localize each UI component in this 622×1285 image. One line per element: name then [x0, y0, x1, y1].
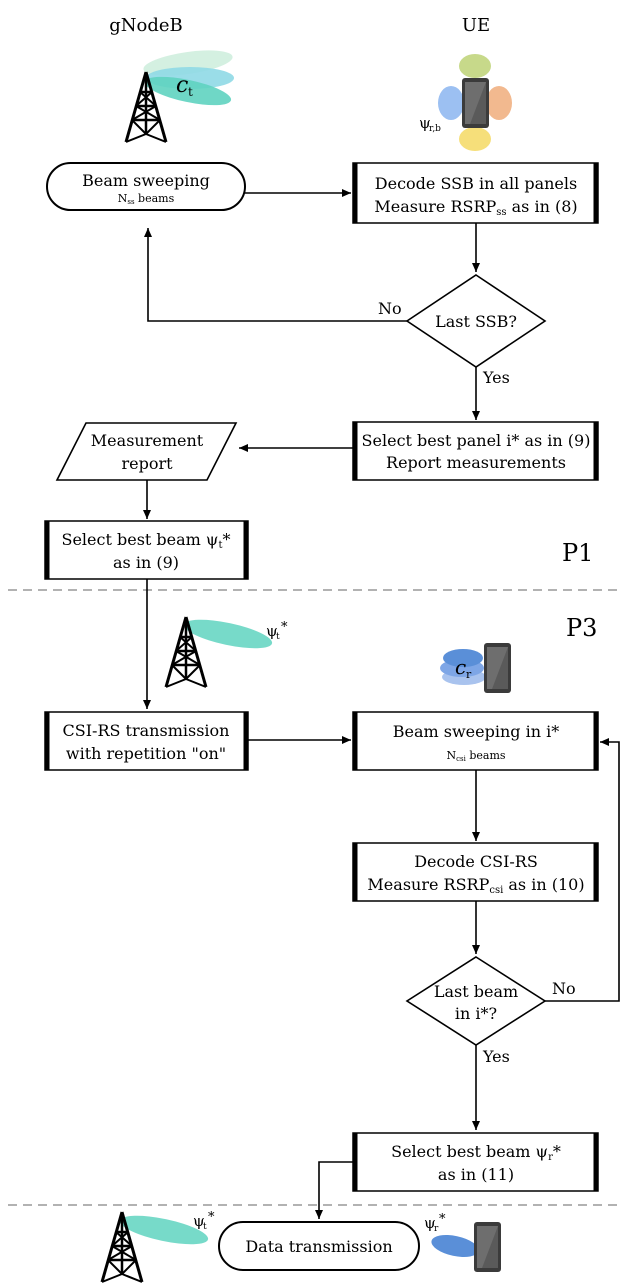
beam-sweeping-node: Beam sweeping Nss beams	[46, 162, 246, 211]
svg-text:*: *	[281, 620, 288, 635]
svg-text:Last SSB?: Last SSB?	[435, 312, 517, 331]
svg-text:Measure RSRPss as in (8): Measure RSRPss as in (8)	[374, 197, 577, 218]
beam-sweep-i-node: Beam sweeping in i* Ncsi beams	[352, 711, 599, 771]
svg-text:report: report	[121, 454, 173, 473]
decode-csi-node: Decode CSI-RS Measure RSRPcsi as in (10)	[352, 842, 599, 902]
svg-text:Measurement: Measurement	[91, 431, 204, 450]
psi-rb-sub: r,b	[429, 124, 441, 134]
no-label-1: No	[378, 299, 402, 318]
svg-text:ψ: ψ	[193, 1212, 205, 1230]
gnodeb-tower-bottom-icon: ψ t *	[100, 1210, 215, 1284]
select-panel-node: Select best panel i* as in (9) Report me…	[352, 421, 599, 481]
ue-header: UE	[462, 15, 490, 36]
svg-text:Data transmission: Data transmission	[245, 1237, 392, 1256]
gnodeb-tower-icon: c t	[124, 50, 234, 144]
svg-text:r: r	[434, 1224, 439, 1234]
yes-label-2: Yes	[482, 1047, 510, 1066]
svg-text:ψ: ψ	[424, 1214, 436, 1232]
phase-p1-label: P1	[562, 539, 593, 567]
svg-text:Last beam: Last beam	[434, 982, 518, 1001]
svg-text:Beam sweeping: Beam sweeping	[82, 171, 210, 190]
svg-text:Report measurements: Report measurements	[386, 453, 566, 472]
psi-rb-label: ψ	[419, 114, 431, 132]
svg-text:with repetition "on": with repetition "on"	[66, 744, 226, 763]
svg-text:Select best panel i* as in (9): Select best panel i* as in (9)	[362, 431, 591, 450]
svg-text:as in (11): as in (11)	[438, 1165, 514, 1184]
svg-text:Beam sweeping in i*: Beam sweeping in i*	[393, 722, 559, 741]
yes-label-1: Yes	[482, 368, 510, 387]
last-beam-decision: Last beam in i*?	[405, 956, 547, 1046]
ct-label: c	[176, 73, 188, 98]
gnodeb-tower-mid-icon: ψ t *	[164, 615, 288, 689]
ue-phone-icon: ψ r,b	[419, 54, 512, 151]
measurement-report-node: Measurement report	[55, 422, 238, 481]
ue-phone-mid-icon: c r	[440, 643, 511, 693]
svg-text:t: t	[203, 1222, 207, 1232]
select-beam-t-node: Select best beam ψt* as in (9)	[44, 520, 249, 580]
svg-text:*: *	[439, 1212, 446, 1227]
ct-sub: t	[188, 85, 193, 99]
svg-text:in i*?: in i*?	[455, 1004, 497, 1023]
phase-p3-label: P3	[566, 614, 597, 642]
last-ssb-decision: Last SSB?	[405, 274, 547, 368]
svg-text:Decode CSI-RS: Decode CSI-RS	[414, 852, 538, 871]
svg-text:Select best beam ψt*: Select best beam ψt*	[61, 530, 230, 551]
svg-text:Decode SSB in all panels: Decode SSB in all panels	[375, 174, 577, 193]
svg-text:c: c	[455, 655, 466, 679]
data-transmission-node: Data transmission	[218, 1221, 420, 1271]
select-beam-r-node: Select best beam ψr* as in (11)	[352, 1132, 599, 1192]
svg-text:Ncsi beams: Ncsi beams	[446, 749, 505, 763]
gnodeb-header: gNodeB	[109, 15, 183, 36]
svg-text:r: r	[466, 668, 472, 681]
csi-rs-tx-node: CSI-RS transmission with repetition "on"	[44, 711, 249, 771]
svg-text:Nss beams: Nss beams	[118, 192, 175, 206]
svg-text:*: *	[208, 1210, 215, 1225]
no-label-2: No	[552, 979, 576, 998]
ue-phone-bottom-icon: ψ r *	[424, 1212, 501, 1272]
psi-t-star-mid: ψ	[266, 622, 278, 640]
svg-text:CSI-RS transmission: CSI-RS transmission	[63, 721, 230, 740]
svg-text:Measure RSRPcsi as in (10): Measure RSRPcsi as in (10)	[367, 875, 584, 896]
svg-text:t: t	[276, 632, 280, 642]
svg-text:as in (9): as in (9)	[113, 553, 179, 572]
svg-text:Select best beam ψr*: Select best beam ψr*	[391, 1142, 561, 1163]
decode-ssb-node: Decode SSB in all panels Measure RSRPss …	[352, 162, 599, 224]
